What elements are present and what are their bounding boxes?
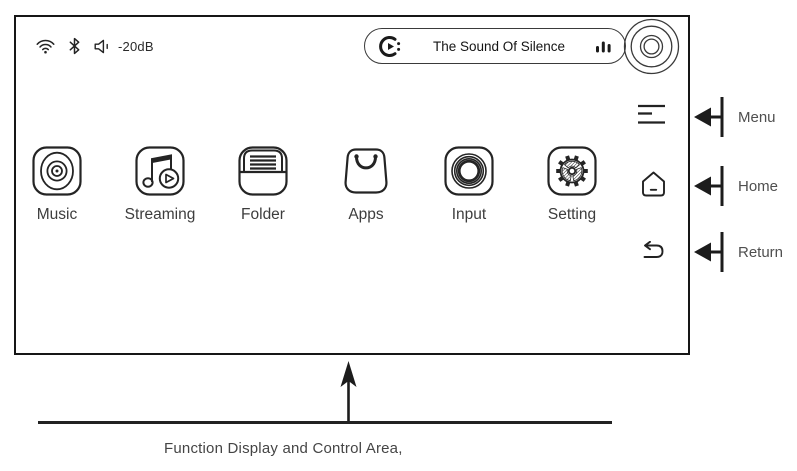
callout-label: Home — [738, 177, 779, 195]
function-display-area: -20dB The Sound Of Silence — [14, 15, 690, 355]
music-disc-icon — [32, 146, 82, 196]
figure-caption: Function Display and Control Area, — [164, 440, 403, 457]
callout-arrow-icon — [694, 166, 724, 206]
app-grid: Music Streaming — [31, 145, 598, 224]
status-bar: -20dB — [36, 37, 154, 55]
up-arrow-icon — [340, 361, 357, 421]
callout-arrow-icon — [694, 232, 724, 272]
apps-bag-icon — [344, 148, 388, 194]
volume-level: -20dB — [118, 38, 154, 54]
return-arrow-icon[interactable] — [637, 241, 666, 262]
home-icon[interactable] — [640, 170, 667, 198]
wifi-icon — [36, 39, 55, 53]
app-tile-music[interactable]: Music — [31, 145, 83, 224]
track-title: The Sound Of Silence — [432, 38, 566, 54]
app-label: Folder — [241, 206, 285, 223]
equalizer-bars-icon — [596, 41, 611, 53]
app-tile-setting[interactable]: Setting — [546, 145, 598, 224]
app-label: Music — [36, 206, 78, 223]
app-tile-apps[interactable]: Apps — [340, 145, 392, 224]
bluetooth-icon — [69, 37, 80, 55]
callout-label: Return — [738, 243, 784, 261]
rotary-knob-icon[interactable] — [623, 18, 680, 75]
folder-files-icon — [238, 146, 288, 196]
callout-menu: Menu — [692, 95, 776, 139]
app-tile-input[interactable]: Input — [443, 145, 495, 224]
app-label: Input — [451, 206, 487, 223]
app-label: Streaming — [124, 206, 196, 223]
speaker-icon — [94, 39, 108, 53]
app-label: Setting — [547, 206, 597, 223]
streaming-note-icon — [135, 146, 185, 196]
setting-gear-icon — [547, 146, 597, 196]
input-ring-icon — [444, 146, 494, 196]
annotation-baseline — [38, 421, 612, 424]
callout-label: Menu — [738, 108, 776, 126]
callout-return: Return — [692, 230, 783, 274]
menu-lines-icon[interactable] — [637, 104, 666, 125]
app-tile-streaming[interactable]: Streaming — [125, 145, 195, 224]
callout-arrow-icon — [694, 97, 724, 137]
callout-home: Home — [692, 164, 778, 208]
playing-disc-icon — [379, 35, 401, 57]
app-tile-folder[interactable]: Folder — [237, 145, 289, 224]
app-label: Apps — [348, 206, 384, 223]
now-playing-bar[interactable]: The Sound Of Silence — [364, 28, 626, 64]
